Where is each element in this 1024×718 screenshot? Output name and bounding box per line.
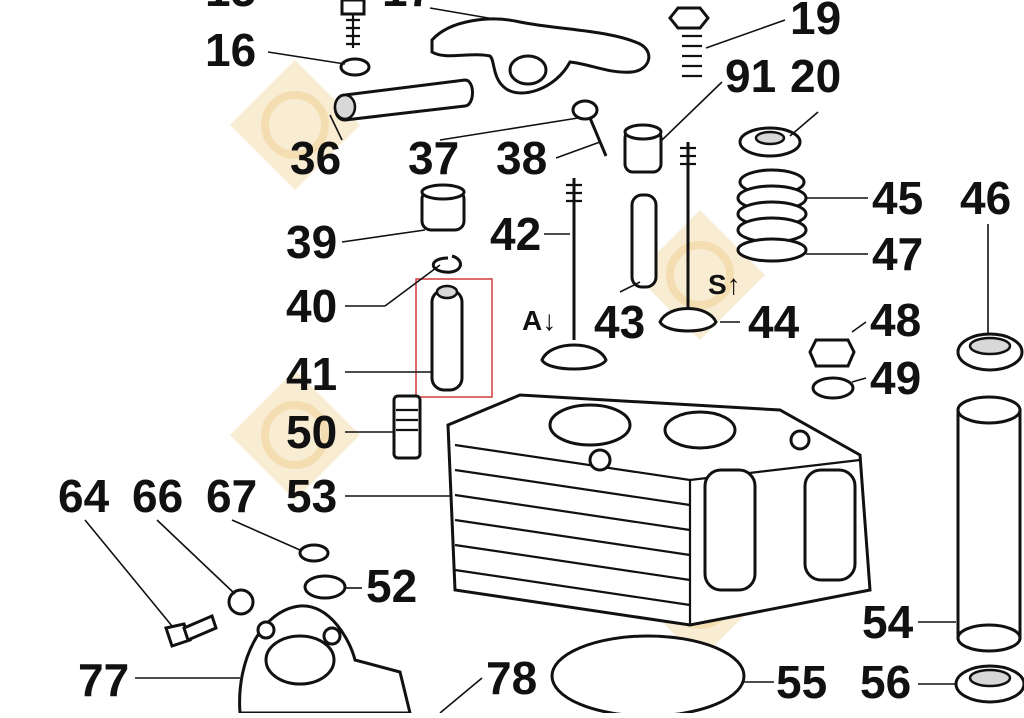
watermark-logo-icon [635,210,765,340]
watermark-logo-icon [230,60,360,190]
valve-guide-part [630,193,658,289]
rocker-shaft-part [333,78,474,122]
nut-part [808,338,856,368]
part-label-41: 41 [286,348,337,400]
part-label-49: 49 [870,352,921,404]
part-label-77: 77 [78,654,129,706]
part-label-54: 54 [862,596,914,648]
stud-part [392,394,422,460]
spring-retainer-part [738,126,802,158]
part-label-37: 37 [408,132,459,184]
exhaust-tag: S↑ [708,269,741,300]
gasket-part [550,634,746,718]
part-label-15: 15 [205,0,256,16]
o-ring-part [298,543,330,563]
part-label-56: 56 [860,656,911,708]
part-label-55: 55 [776,656,827,708]
exhaust-valve-part [658,142,718,333]
washer-part [811,376,855,400]
rocker-arm-part [430,17,651,95]
part-label-42: 42 [490,208,541,260]
push-rod-tube-part [956,395,1022,653]
part-label-16: 16 [205,24,256,76]
part-label-67: 67 [206,470,257,522]
seal-ring-part [956,332,1024,372]
part-label-40: 40 [286,280,337,332]
intake-tag: A↓ [522,305,556,336]
watermark-logo-icon [230,370,360,500]
part-label-39: 39 [286,216,337,268]
seal-part [303,574,347,600]
part-label-19: 19 [790,0,841,44]
part-label-17: 17 [382,0,433,16]
intake-valve-part [540,178,608,371]
leader-lines [84,7,989,714]
cylinder-head-part [446,393,872,627]
washer-part [227,588,255,616]
washer-part [339,57,371,77]
nut-spring-part [668,6,710,78]
part-label-53: 53 [286,470,337,522]
valve-cap-part [623,123,663,174]
rocker-cover-part [238,604,412,715]
part-label-64: 64 [58,470,110,522]
part-label-66: 66 [132,470,183,522]
part-label-36: 36 [290,132,341,184]
part-label-47: 47 [872,228,923,280]
part-label-44: 44 [748,296,800,348]
bolt-part [164,613,218,648]
part-label-48: 48 [870,294,921,346]
spring-seat-part [736,237,808,263]
part-label-50: 50 [286,406,337,458]
part-label-45: 45 [872,172,923,224]
part-label-38: 38 [496,132,547,184]
part-label-52: 52 [366,560,417,612]
part-label-46: 46 [960,172,1011,224]
part-label-43: 43 [594,296,645,348]
circlip-part [431,254,462,274]
seal-ring-part [954,664,1024,704]
valve-cap-part [420,183,466,232]
valve-guide-part [430,284,464,392]
highlight-box [415,278,493,398]
part-label-78: 78 [486,652,537,704]
part-label-91: 91 [725,50,776,102]
valve-spring-part [736,168,808,244]
bolt-part [340,0,366,48]
adjusting-screw-part [571,99,608,157]
part-label-20: 20 [790,50,841,102]
